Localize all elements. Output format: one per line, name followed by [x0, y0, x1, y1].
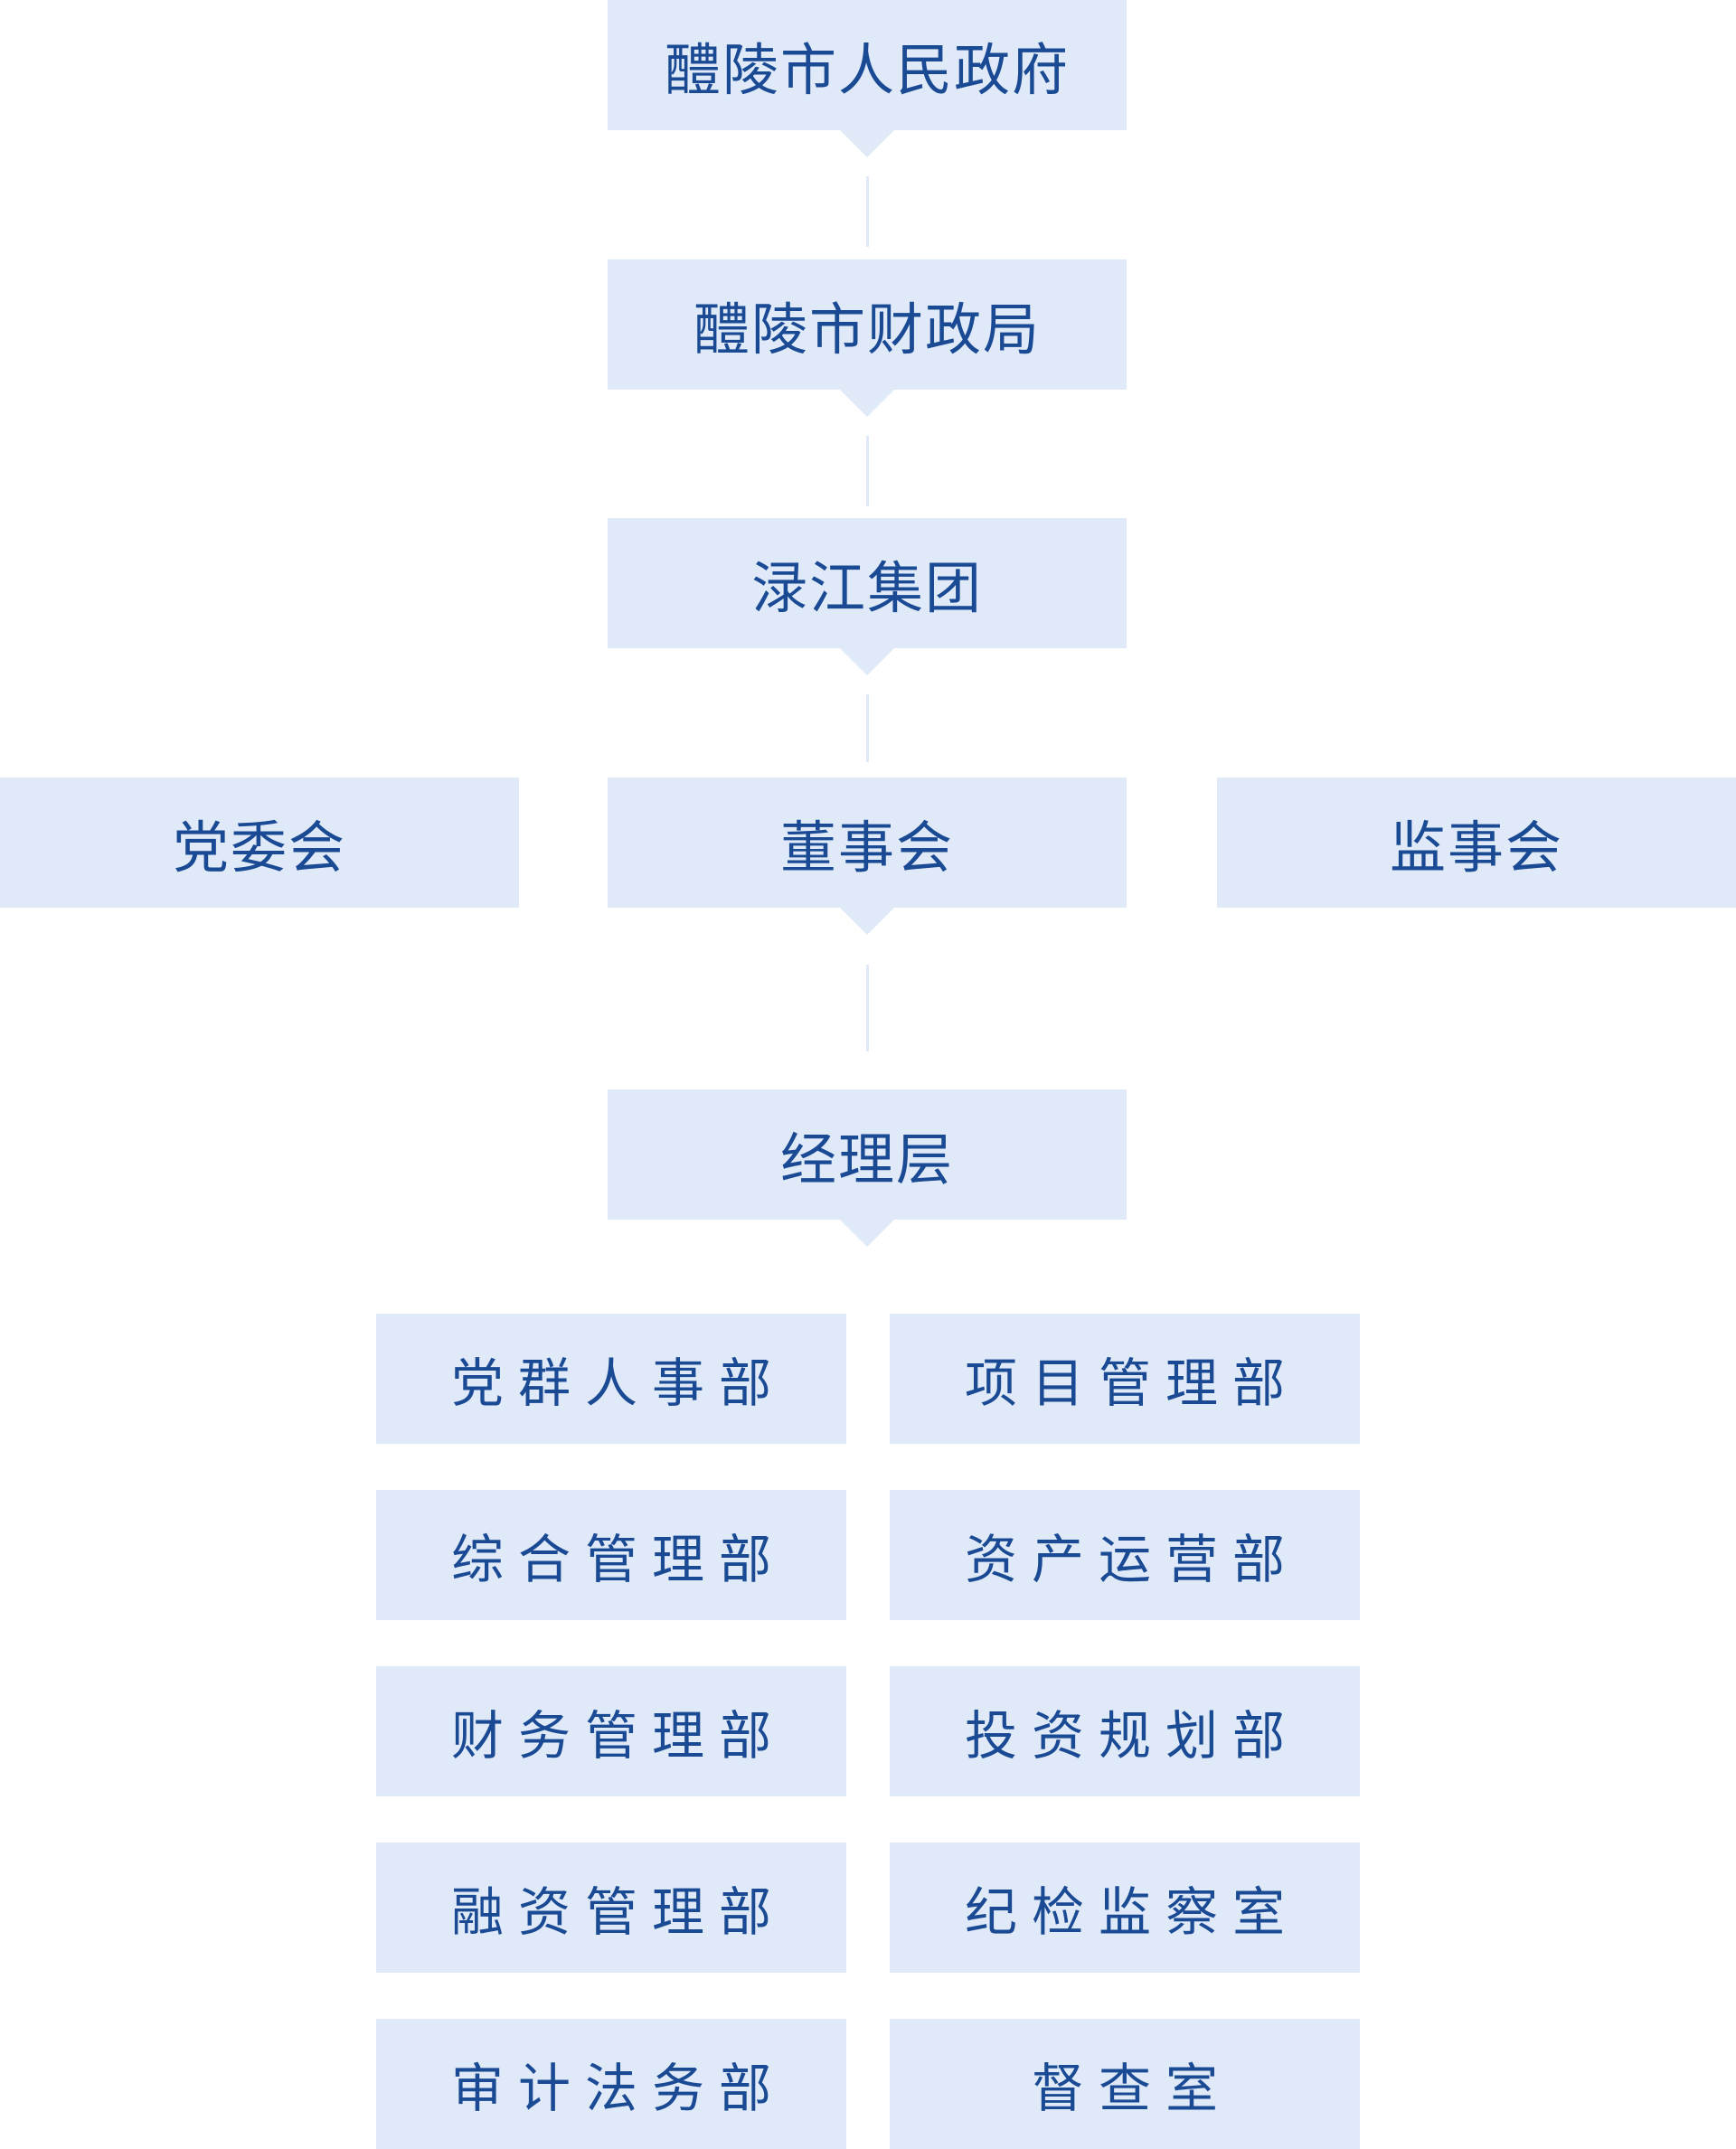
dept-label: 督查室 [1031, 2058, 1232, 2119]
connector-arrow [840, 1220, 894, 1247]
dept-left-5: 审计法务部 [376, 2019, 846, 2149]
node-group-label: 渌江集团 [750, 555, 983, 621]
connector-arrow [840, 648, 894, 675]
connector-arrow [840, 908, 894, 935]
dept-right-1: 项目管理部 [890, 1314, 1360, 1444]
node-finance-bureau: 醴陵市财政局 [608, 259, 1127, 417]
connector-line [866, 965, 869, 1051]
dept-right-4: 纪检监察室 [890, 1843, 1360, 1973]
dept-right-5: 督查室 [890, 2019, 1360, 2149]
node-supervisory-board: 监事会 [1217, 778, 1736, 908]
connector-arrow [840, 390, 894, 417]
dept-label: 综合管理部 [450, 1529, 786, 1590]
node-party-committee-label: 党委会 [172, 815, 346, 881]
node-board-label: 董事会 [779, 815, 954, 881]
dept-label: 财务管理部 [450, 1705, 786, 1767]
dept-right-2: 资产运营部 [890, 1490, 1360, 1620]
node-finance-bureau-label: 醴陵市财政局 [693, 297, 1041, 363]
connector-line [866, 176, 869, 247]
node-management: 经理层 [608, 1089, 1127, 1247]
dept-left-2: 综合管理部 [376, 1490, 846, 1620]
dept-left-1: 党群人事部 [376, 1314, 846, 1444]
dept-right-3: 投资规划部 [890, 1666, 1360, 1796]
dept-label: 纪检监察室 [964, 1881, 1299, 1943]
node-government-label: 醴陵市人民政府 [664, 37, 1070, 103]
dept-label: 审计法务部 [450, 2058, 786, 2119]
connector-arrow [840, 130, 894, 157]
node-management-label: 经理层 [779, 1126, 954, 1192]
dept-label: 投资规划部 [964, 1705, 1299, 1767]
node-group: 渌江集团 [608, 518, 1127, 675]
dept-label: 党群人事部 [450, 1353, 786, 1414]
node-party-committee: 党委会 [0, 778, 519, 908]
node-government: 醴陵市人民政府 [608, 0, 1127, 157]
connector-line [866, 694, 869, 762]
node-supervisory-board-label: 监事会 [1389, 815, 1563, 881]
dept-label: 项目管理部 [964, 1353, 1299, 1414]
dept-label: 资产运营部 [964, 1529, 1299, 1590]
dept-label: 融资管理部 [450, 1881, 786, 1943]
dept-left-3: 财务管理部 [376, 1666, 846, 1796]
connector-line [866, 436, 869, 506]
dept-left-4: 融资管理部 [376, 1843, 846, 1973]
node-board: 董事会 [608, 778, 1127, 935]
